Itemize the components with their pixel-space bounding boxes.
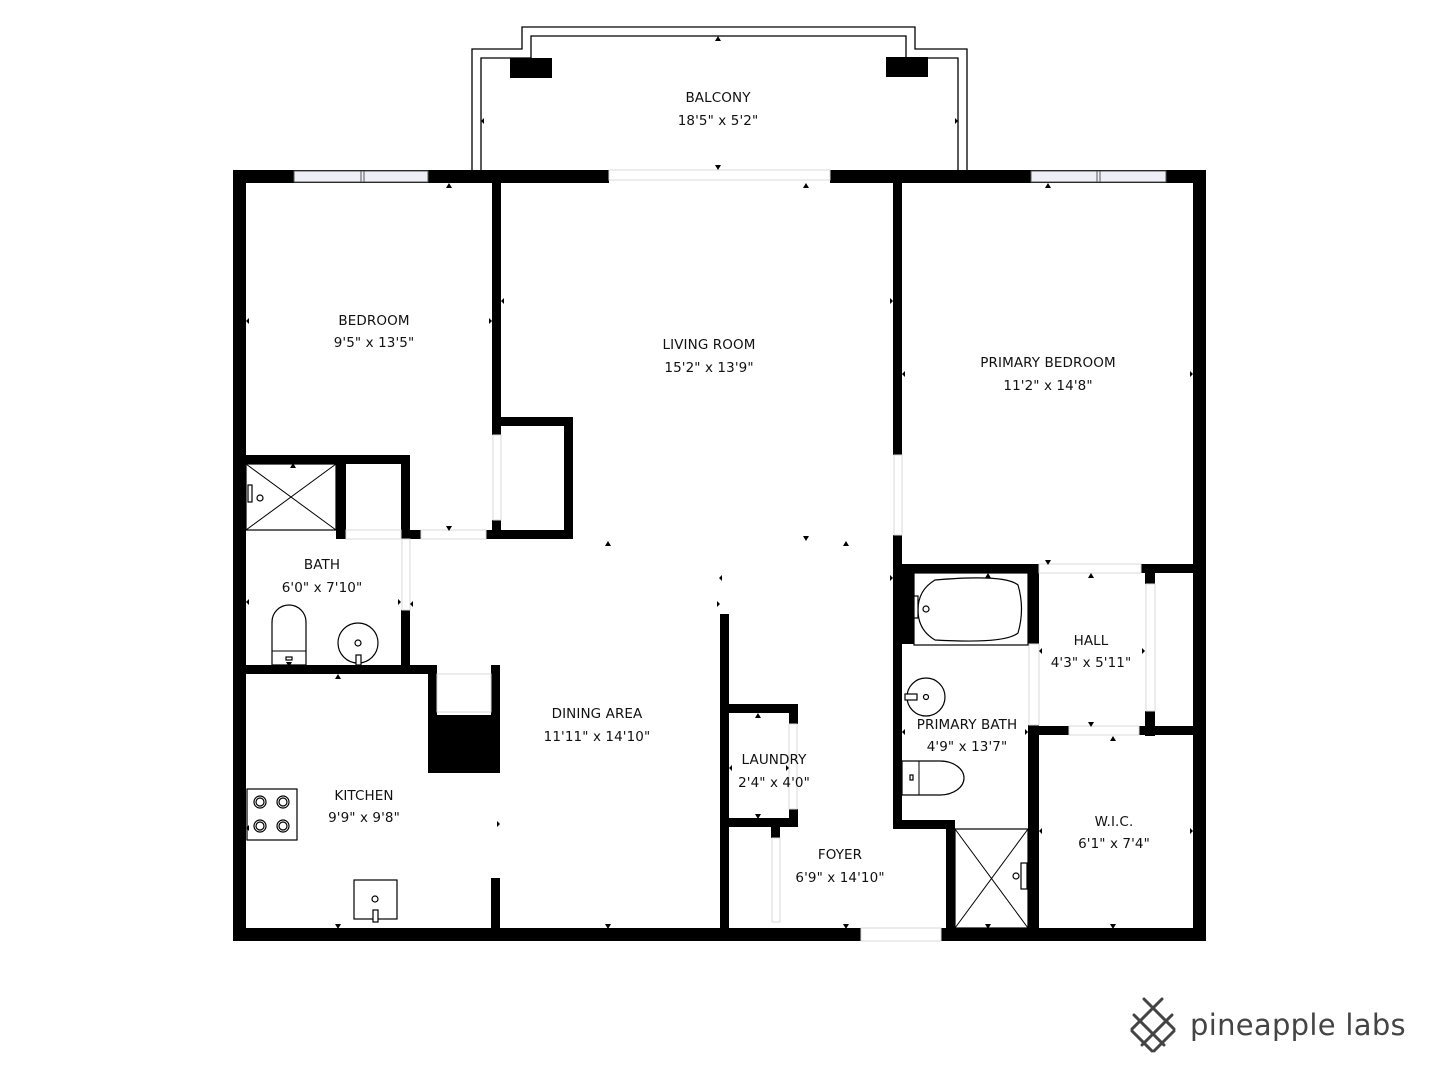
room-dimensions: 9'9" x 9'8" (328, 810, 400, 826)
dimension-markers (246, 36, 1193, 929)
balcony-railing (471, 26, 968, 170)
room-dimensions: 6'0" x 7'10" (281, 580, 363, 596)
primary-bath-toilet (901, 760, 965, 796)
room-dimensions: 11'11" x 14'10" (543, 729, 651, 745)
kitchen-stove (246, 788, 298, 841)
primary-bathtub (913, 572, 1029, 646)
brand-name: pineapple labs (1190, 1008, 1406, 1042)
balcony-door-opening (608, 169, 831, 181)
room-name: FOYER (817, 847, 863, 863)
room-dimensions: 6'9" x 14'10" (795, 870, 885, 886)
room-dimensions: 9'5" x 13'5" (333, 335, 415, 351)
room-name: W.I.C. (1094, 814, 1134, 830)
bath-toilet (271, 604, 307, 666)
room-name: KITCHEN (334, 788, 394, 804)
interior-door-openings (345, 434, 1156, 923)
room-name: BEDROOM (338, 313, 410, 329)
room-dimensions: 2'4" x 4'0" (738, 775, 810, 791)
room-name: LIVING ROOM (662, 337, 756, 353)
room-dimensions: 4'9" x 13'7" (926, 739, 1008, 755)
brand-logo: pineapple labs (1130, 995, 1406, 1055)
room-dimensions: 11'2" x 14'8" (1003, 378, 1093, 394)
room-name: PRIMARY BATH (916, 717, 1018, 733)
window-primary-bedroom (1030, 170, 1167, 183)
bath-sink (337, 622, 379, 666)
room-name: BALCONY (685, 90, 751, 106)
room-dimensions: 18'5" x 5'2" (677, 113, 759, 129)
room-dimensions: 6'1" x 7'4" (1078, 836, 1150, 852)
interior-walls (246, 183, 1206, 941)
kitchen-sink (353, 879, 398, 923)
room-dimensions: 4'3" x 5'11" (1050, 655, 1132, 671)
window-bedroom (293, 170, 429, 183)
primary-bath-sink (904, 677, 946, 717)
room-name: BATH (303, 557, 341, 573)
room-dimensions: 15'2" x 13'9" (664, 360, 754, 376)
room-name: LAUNDRY (741, 752, 807, 768)
primary-bath-shower (954, 828, 1029, 929)
room-name: HALL (1073, 633, 1109, 649)
room-name: PRIMARY BEDROOM (980, 355, 1116, 371)
pineapple-lattice-icon (1130, 997, 1176, 1053)
entry-door-opening (860, 927, 942, 942)
room-name: DINING AREA (551, 706, 643, 722)
bath-shower (245, 463, 337, 531)
